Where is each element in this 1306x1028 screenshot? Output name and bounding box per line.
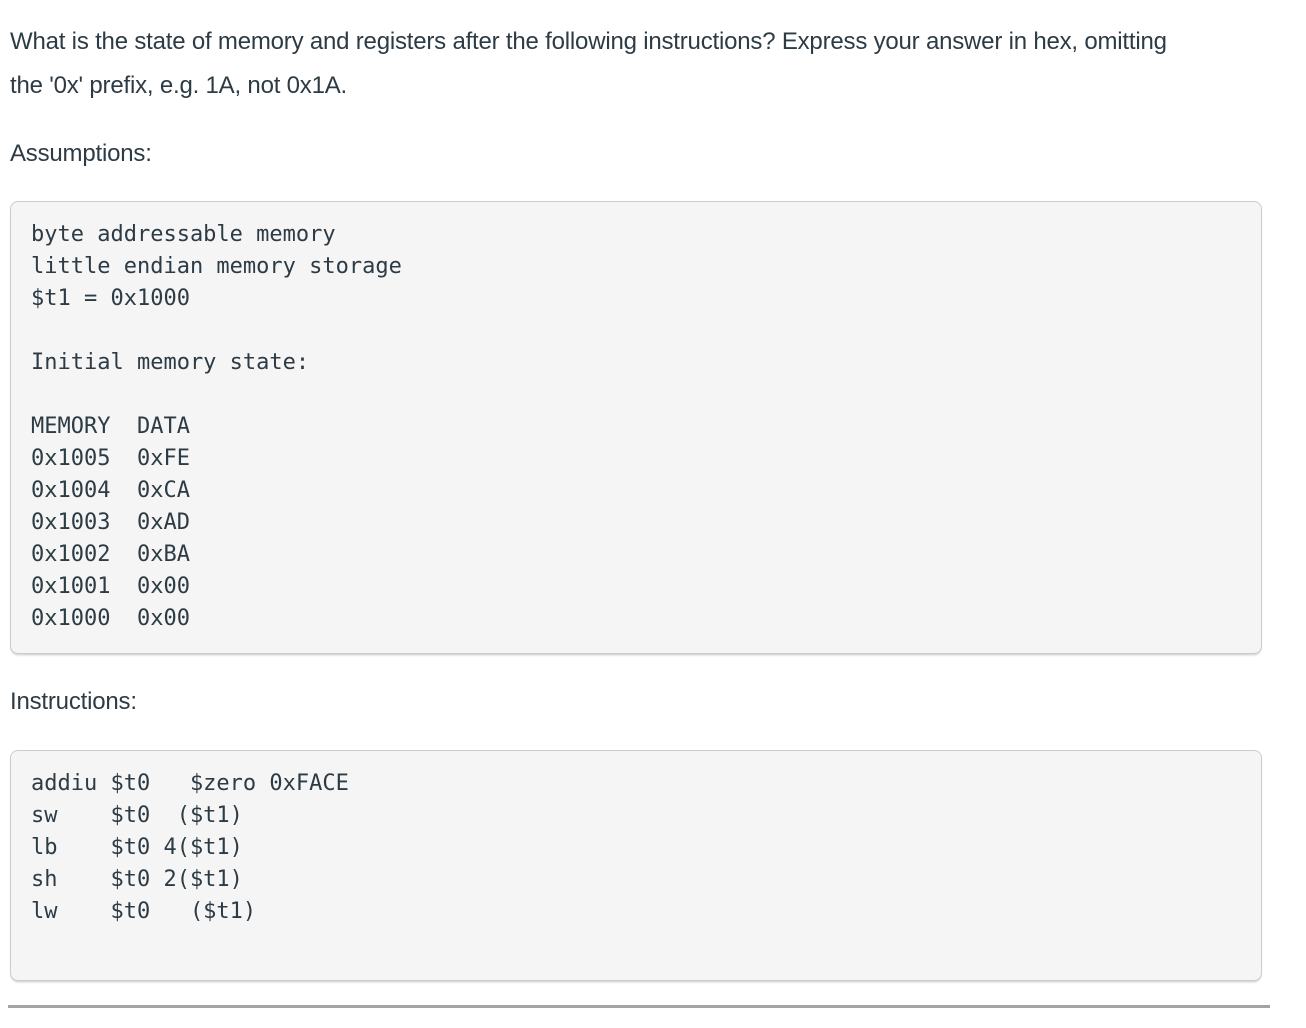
bottom-divider [8, 1005, 1270, 1008]
assumptions-heading: Assumptions: [10, 140, 152, 167]
quiz-question-page: What is the state of memory and register… [0, 20, 1306, 1028]
assumptions-code-block: byte addressable memory little endian me… [10, 201, 1262, 654]
question-text: What is the state of memory and register… [10, 28, 1167, 99]
instructions-heading: Instructions: [10, 688, 137, 715]
instructions-code-block: addiu $t0 $zero 0xFACE sw $t0 ($t1) lb $… [10, 750, 1262, 981]
